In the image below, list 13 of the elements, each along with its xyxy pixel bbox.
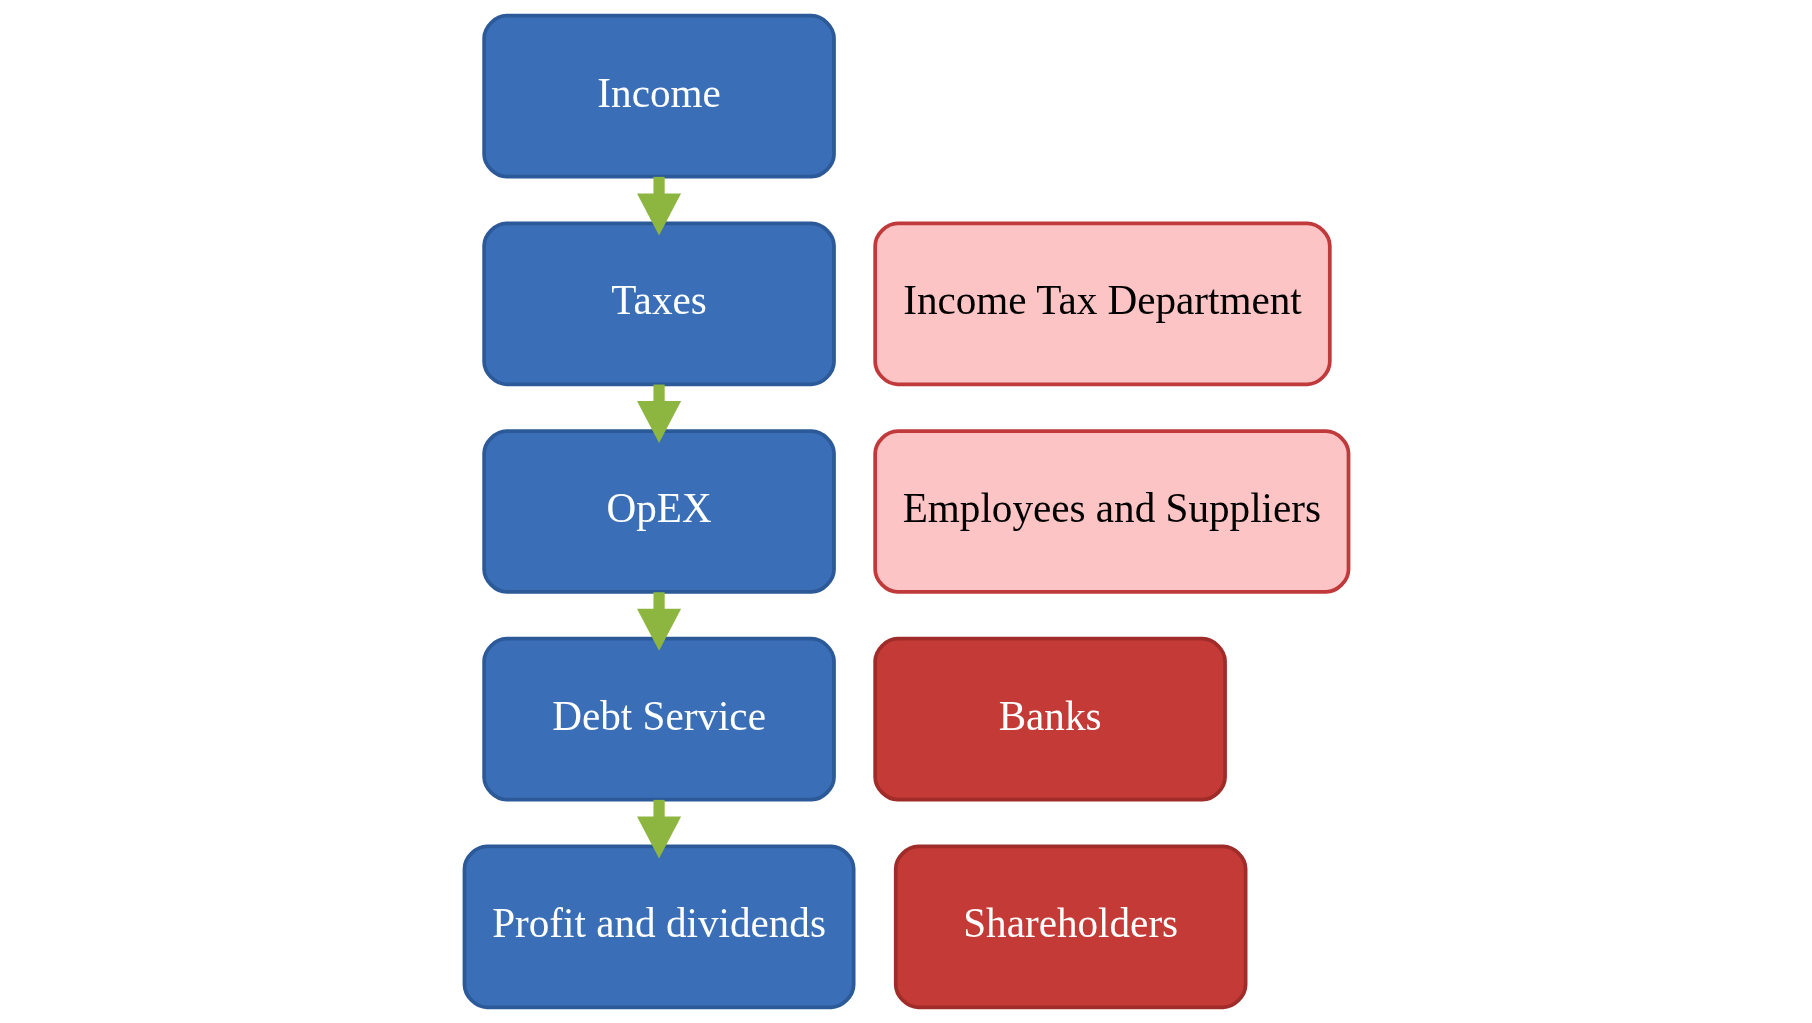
node-box: Taxes [481, 221, 836, 387]
node-box: Debt Service [481, 636, 836, 802]
node-box: OpEX [481, 429, 836, 594]
node-box: Profit and dividends [462, 844, 855, 1010]
arrow [636, 592, 681, 651]
node-box: Banks [872, 636, 1227, 802]
node-box: Employees and Suppliers [872, 429, 1350, 594]
node-box: Income [481, 13, 836, 179]
arrow [636, 384, 681, 444]
node-box: Income Tax Department [872, 221, 1332, 387]
arrow [636, 176, 681, 236]
arrow [636, 799, 681, 859]
node-box: Shareholders [893, 844, 1247, 1010]
